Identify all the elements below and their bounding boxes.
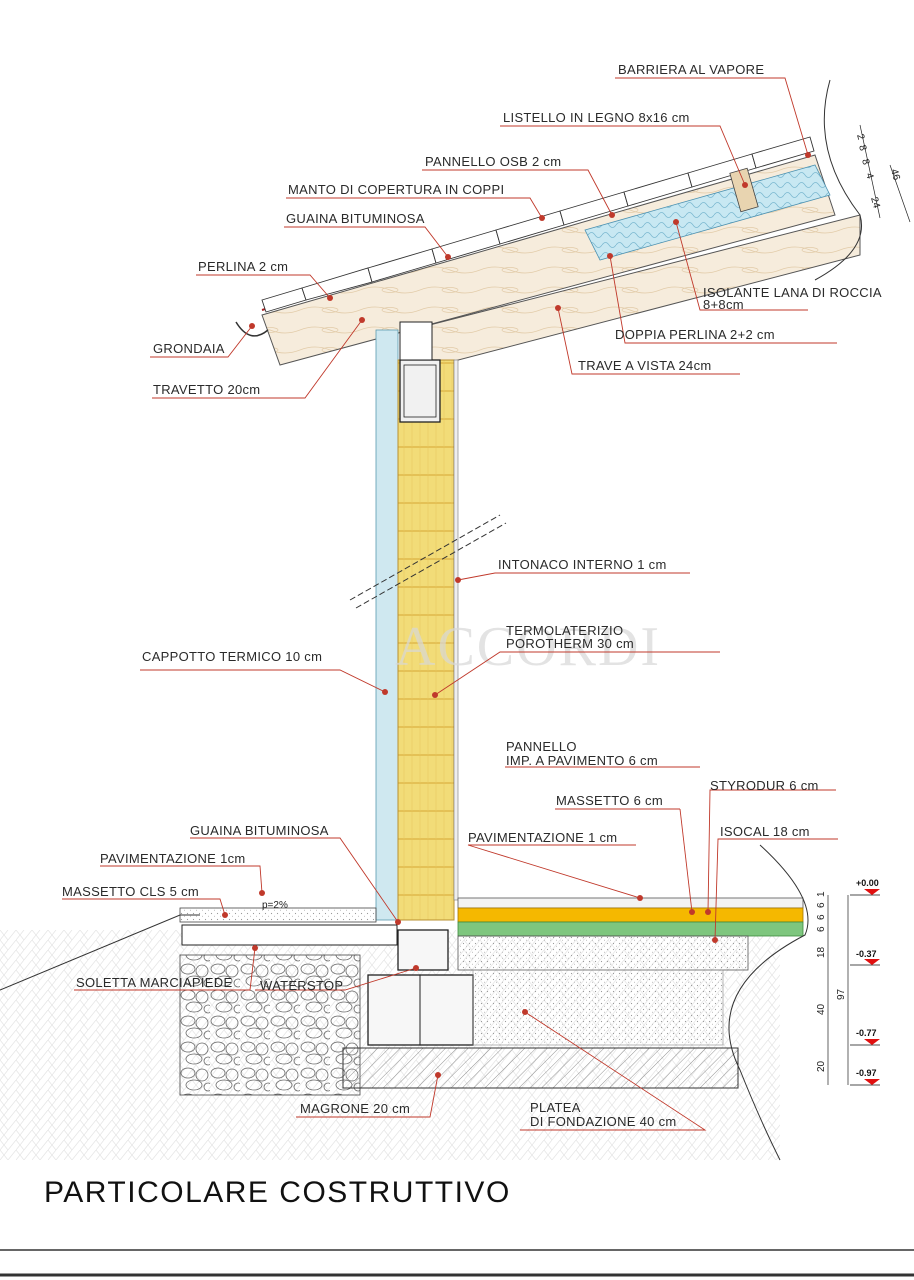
- label-guaina-roof: GUAINA BITUMINOSA: [286, 211, 425, 226]
- label-pannello-2: IMP. A PAVIMENTO 6 cm: [506, 753, 658, 768]
- floor-dim-2: 6: [816, 902, 827, 908]
- label-perlina: PERLINA 2 cm: [198, 259, 288, 274]
- level-marker-icon: [864, 1079, 880, 1085]
- level-2: -0.77: [856, 1028, 877, 1038]
- pavimentazione-layer: [457, 897, 804, 909]
- drawing-title: PARTICOLARE COSTRUTTIVO: [44, 1176, 511, 1209]
- roof-dim-6: 46: [888, 168, 902, 182]
- magrone-layer: [342, 1047, 739, 1089]
- massetto-layer: [457, 921, 804, 937]
- label-trave: TRAVE A VISTA 24cm: [578, 358, 712, 373]
- label-massetto-cls: MASSETTO CLS 5 cm: [62, 884, 199, 899]
- porotherm-wall: [397, 359, 455, 921]
- leader-lines: [62, 77, 838, 1131]
- label-travetto: TRAVETTO 20cm: [153, 382, 260, 397]
- roof-break-line: [814, 79, 862, 281]
- label-waterstop: WATERSTOP: [260, 978, 343, 993]
- floor-dim-8: 97: [836, 988, 847, 1000]
- label-termo-1: TERMOLATERIZIO: [506, 623, 623, 638]
- label-magrone: MAGRONE 20 cm: [300, 1101, 410, 1116]
- intonaco-layer: [453, 359, 459, 901]
- level-1: -0.37: [856, 949, 877, 959]
- soletta-slab: [181, 924, 398, 946]
- label-manto: MANTO DI COPERTURA IN COPPI: [288, 182, 504, 197]
- label-isolante-2: 8+8cm: [703, 297, 744, 312]
- label-pav-ext: PAVIMENTAZIONE 1cm: [100, 851, 246, 866]
- label-cappotto: CAPPOTTO TERMICO 10 cm: [142, 649, 322, 664]
- roof-dim-5: 24: [868, 196, 882, 210]
- roof-dim-1: 2: [854, 133, 866, 142]
- floor-dim-7: 20: [816, 1060, 827, 1072]
- label-listello: LISTELLO IN LEGNO 8x16 cm: [503, 110, 690, 125]
- beam-seat: [399, 321, 433, 361]
- floor-dim-6: 40: [816, 1003, 827, 1015]
- label-styrodur: STYRODUR 6 cm: [710, 778, 819, 793]
- floor-assembly: [179, 844, 809, 1161]
- label-massetto6: MASSETTO 6 cm: [556, 793, 663, 808]
- isocal-layer: [457, 935, 749, 971]
- massetto-cls-layer: [179, 907, 377, 923]
- label-intonaco: INTONACO INTERNO 1 cm: [498, 557, 667, 572]
- label-osb: PANNELLO OSB 2 cm: [425, 154, 561, 169]
- watermark-text: ACCORDI: [395, 616, 661, 678]
- label-platea-2: DI FONDAZIONE 40 cm: [530, 1114, 677, 1129]
- roof-tiles: [261, 136, 815, 313]
- roof-dim-2: 8: [856, 144, 868, 153]
- label-guaina-base: GUAINA BITUMINOSA: [190, 823, 329, 838]
- level-markers: +0.00 -0.37 -0.77 -0.97: [850, 878, 880, 1086]
- floor-dim-1: 1: [816, 891, 827, 897]
- label-isolante-1: ISOLANTE LANA DI ROCCIA: [703, 285, 882, 300]
- level-marker-icon: [864, 1039, 880, 1045]
- label-pav1cm: PAVIMENTAZIONE 1 cm: [468, 830, 617, 845]
- floor-dimensions: 1 6 6 6 18 40 20 97: [816, 891, 849, 1085]
- stone-fill: [179, 954, 361, 1096]
- label-slope: p=2%: [262, 900, 288, 911]
- floor-break-line: [728, 844, 809, 1161]
- label-doppia-perlina: DOPPIA PERLINA 2+2 cm: [615, 327, 775, 342]
- roof-dim-3: 8: [859, 158, 871, 167]
- roof-assembly: [235, 79, 862, 371]
- foundation-beam-upper: [397, 929, 449, 971]
- tie-beam: [399, 359, 441, 423]
- grondaia-gutter: [235, 321, 269, 337]
- label-barriera: BARRIERA AL VAPORE: [618, 62, 764, 77]
- platea-slab: [472, 969, 724, 1046]
- styrodur-layer: [457, 907, 804, 923]
- label-platea-1: PLATEA: [530, 1100, 581, 1115]
- floor-dim-5: 18: [816, 946, 827, 958]
- level-3: -0.97: [856, 1068, 877, 1078]
- label-soletta: SOLETTA MARCIAPIEDE: [76, 975, 232, 990]
- floor-dim-3: 6: [816, 914, 827, 920]
- floor-dim-4: 6: [816, 926, 827, 932]
- wall-assembly: [349, 321, 507, 921]
- label-grondaia: GRONDAIA: [153, 341, 225, 356]
- label-termo-2: POROTHERM 30 cm: [506, 636, 634, 651]
- callout-labels: BARRIERA AL VAPORE LISTELLO IN LEGNO 8x1…: [62, 62, 882, 1129]
- level-marker-icon: [864, 889, 880, 895]
- label-isocal: ISOCAL 18 cm: [720, 824, 810, 839]
- roof-dimensions: 2 8 8 4 24 46: [854, 124, 911, 223]
- level-0: +0.00: [856, 878, 879, 888]
- leader-dots: [222, 152, 811, 1078]
- level-marker-icon: [864, 959, 880, 965]
- label-pannello-1: PANNELLO: [506, 739, 577, 754]
- roof-dim-4: 4: [863, 172, 875, 181]
